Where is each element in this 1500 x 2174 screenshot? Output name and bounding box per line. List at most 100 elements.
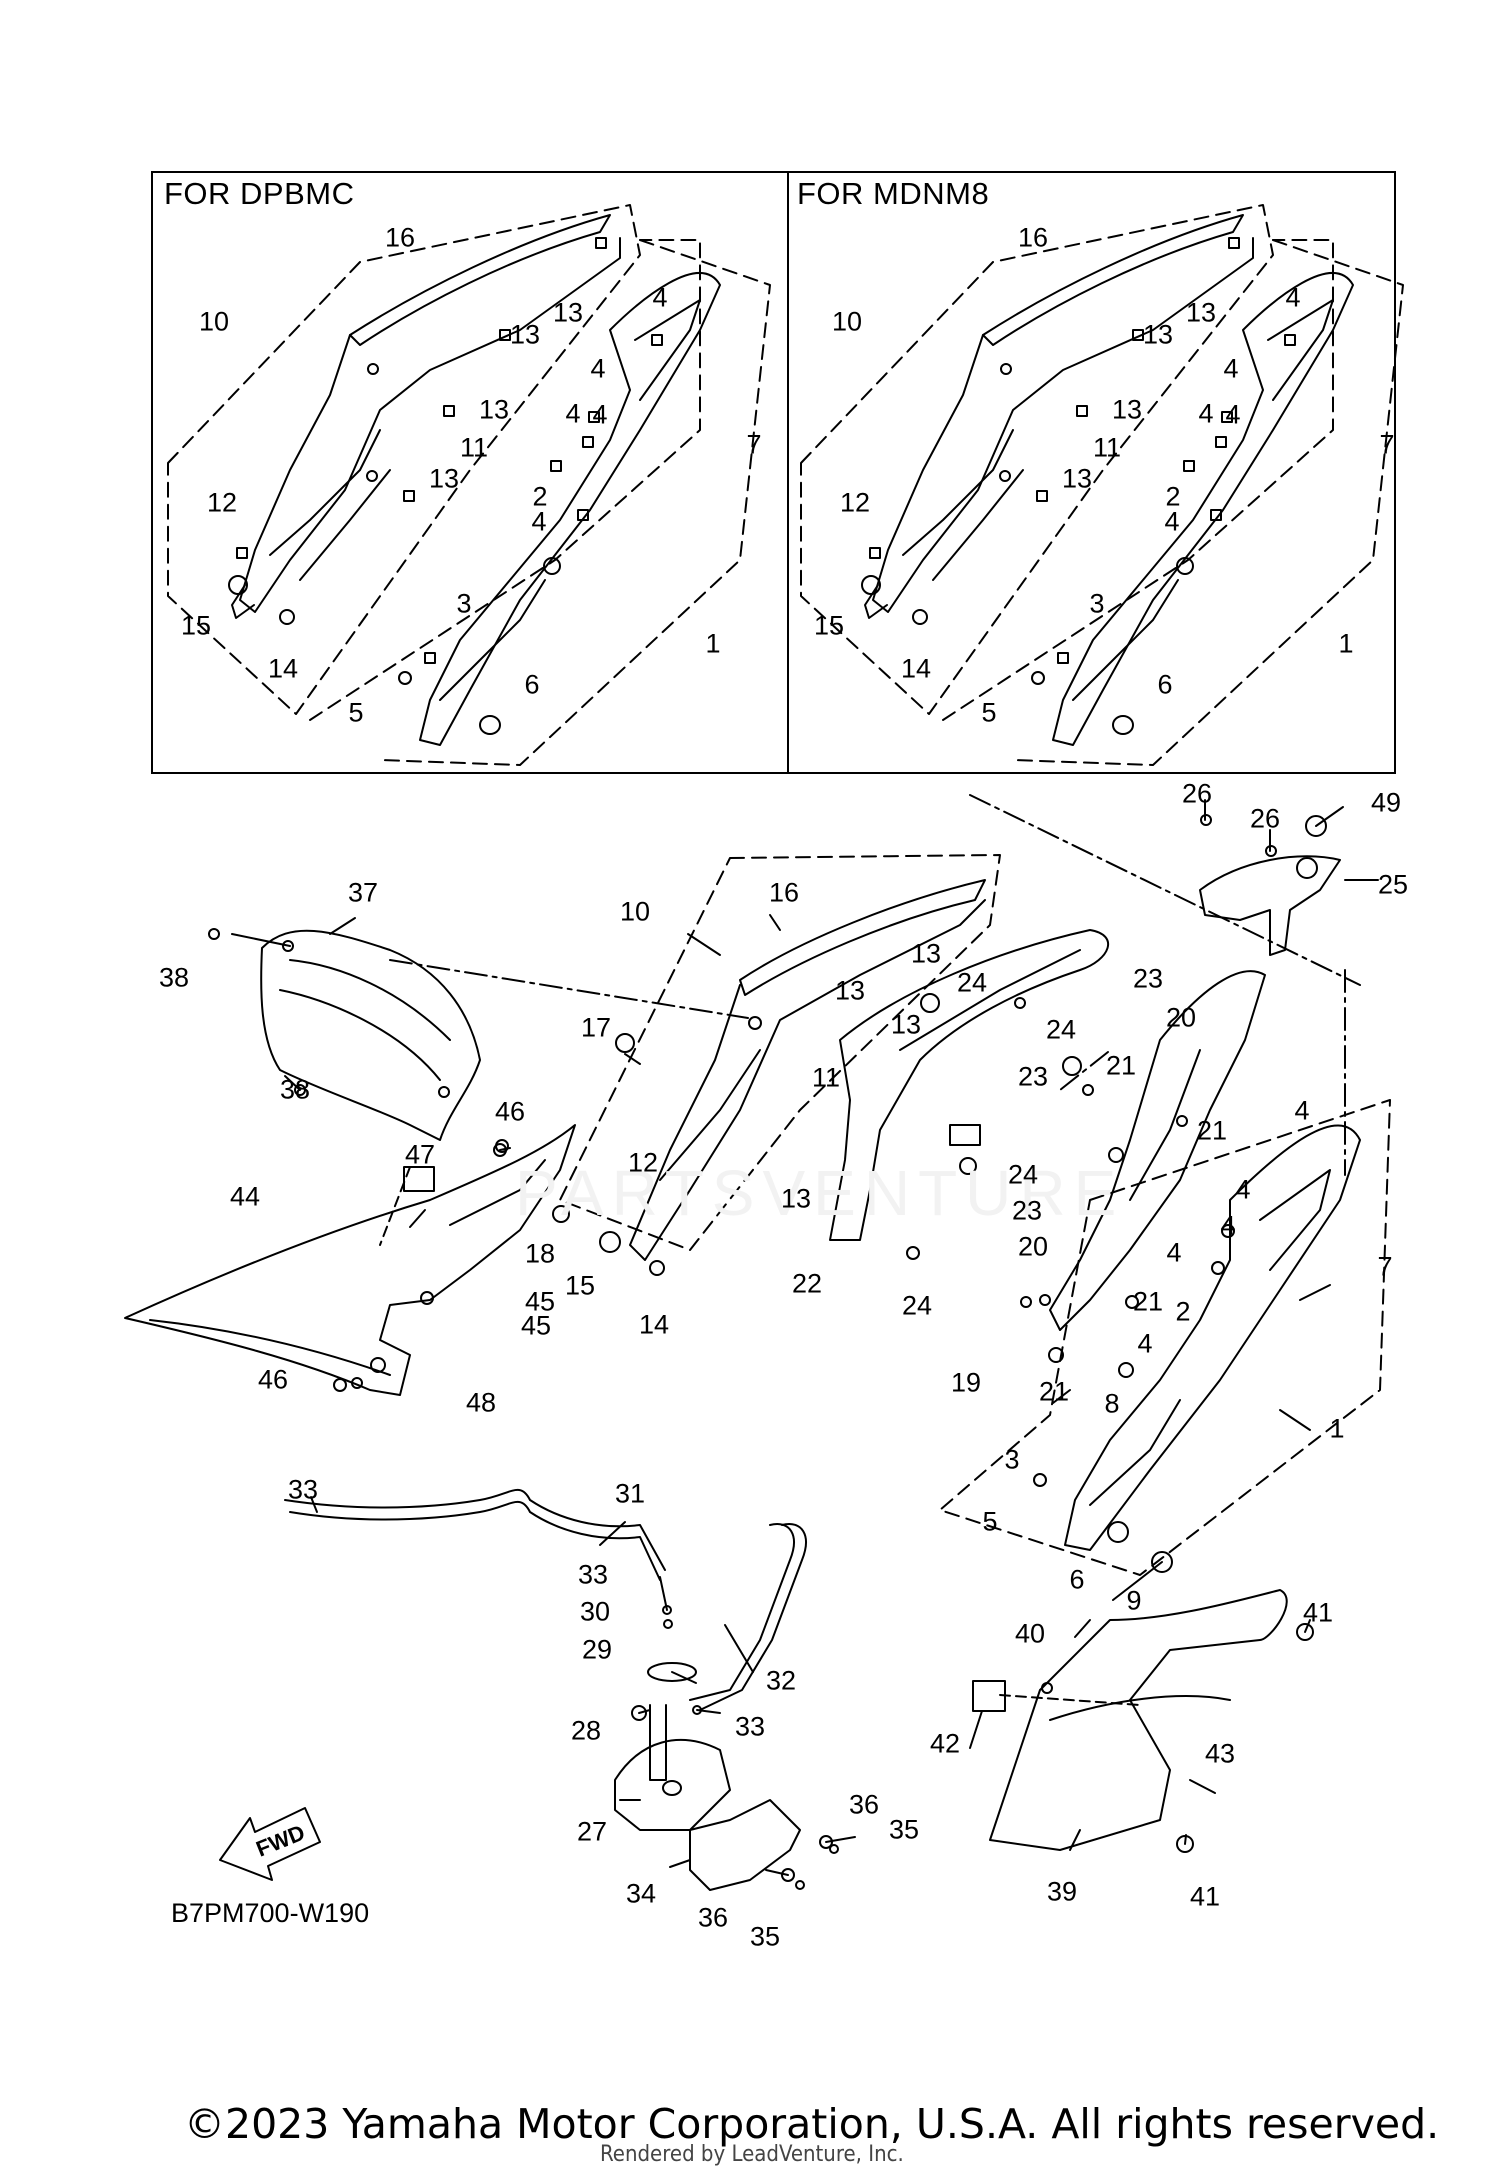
main-callout-16: 16 — [768, 877, 800, 908]
main-callout-22: 22 — [791, 1268, 823, 1299]
left-panel-callout-10: 10 — [198, 306, 230, 337]
right-panel-callout-2: 2 — [1165, 481, 1181, 512]
main-callout-21: 21 — [1105, 1050, 1137, 1081]
main-assembly: FWD — [124, 794, 1391, 1891]
left-panel-callout-4: 4 — [652, 282, 668, 313]
main-callout-38: 38 — [158, 962, 190, 993]
main-callout-20: 20 — [1165, 1002, 1197, 1033]
left-panel-callout-5: 5 — [348, 697, 364, 728]
main-callout-42: 42 — [929, 1728, 961, 1759]
main-callout-3: 3 — [1004, 1444, 1020, 1475]
right-panel-callout-13: 13 — [1185, 297, 1217, 328]
main-callout-10: 10 — [619, 896, 651, 927]
main-callout-26: 26 — [1249, 803, 1281, 834]
main-callout-41: 41 — [1302, 1597, 1334, 1628]
fwd-arrow-label: FWD — [253, 1820, 309, 1862]
main-callout-30: 30 — [579, 1596, 611, 1627]
right-panel-callout-4: 4 — [1223, 353, 1239, 384]
right-panel-callout-15: 15 — [813, 610, 845, 641]
main-callout-5: 5 — [982, 1506, 998, 1537]
left-panel-callout-4: 4 — [531, 506, 547, 537]
right-panel-callout-4: 4 — [1198, 398, 1214, 429]
main-callout-26: 26 — [1181, 778, 1213, 809]
inset-label-mdnm8: FOR MDNM8 — [797, 176, 990, 211]
main-callout-18: 18 — [524, 1238, 556, 1269]
main-callout-13: 13 — [780, 1183, 812, 1214]
main-callout-32: 32 — [765, 1665, 797, 1696]
main-callout-31: 31 — [614, 1478, 646, 1509]
main-callout-13: 13 — [910, 938, 942, 969]
left-panel-callout-14: 14 — [267, 653, 299, 684]
left-panel-callout-4: 4 — [592, 399, 608, 430]
main-callout-2: 2 — [1175, 1296, 1191, 1327]
main-callout-29: 29 — [581, 1634, 613, 1665]
main-callout-4: 4 — [1294, 1095, 1310, 1126]
main-callout-33: 33 — [734, 1711, 766, 1742]
main-callout-13: 13 — [834, 975, 866, 1006]
main-callout-19: 19 — [950, 1367, 982, 1398]
left-panel-callout-2: 2 — [532, 481, 548, 512]
main-callout-48: 48 — [465, 1387, 497, 1418]
main-callout-45: 45 — [524, 1286, 556, 1317]
right-panel-callout-4: 4 — [1285, 282, 1301, 313]
main-callout-44: 44 — [229, 1181, 261, 1212]
main-callout-28: 28 — [570, 1715, 602, 1746]
main-callout-35: 35 — [888, 1814, 920, 1845]
right-panel-callout-14: 14 — [900, 653, 932, 684]
main-callout-6: 6 — [1069, 1564, 1085, 1595]
right-panel-callout-6: 6 — [1157, 669, 1173, 700]
main-callout-21: 21 — [1196, 1115, 1228, 1146]
inset-panel-mdnm8 — [787, 171, 1396, 774]
left-panel-callout-11: 11 — [459, 432, 489, 463]
main-callout-7: 7 — [1377, 1251, 1393, 1282]
main-callout-21: 21 — [1038, 1376, 1070, 1407]
left-panel-callout-13: 13 — [552, 297, 584, 328]
diagram-code: B7PM700-W190 — [171, 1898, 370, 1928]
main-callout-39: 39 — [1046, 1876, 1078, 1907]
left-panel-callout-13: 13 — [509, 319, 541, 350]
main-callout-24: 24 — [901, 1290, 933, 1321]
main-callout-4: 4 — [1166, 1237, 1182, 1268]
main-callout-23: 23 — [1011, 1195, 1043, 1226]
right-panel-callout-1: 1 — [1338, 628, 1354, 659]
main-callout-45: 45 — [520, 1310, 552, 1341]
copyright-notice: ©2023 Yamaha Motor Corporation, U.S.A. A… — [184, 2100, 1440, 2148]
right-panel-callout-13: 13 — [1142, 319, 1174, 350]
main-callout-23: 23 — [1132, 963, 1164, 994]
inset-label-dpbmc: FOR DPBMC — [164, 176, 355, 211]
main-callout-38: 38 — [279, 1074, 311, 1105]
main-callout-9: 9 — [1126, 1585, 1142, 1616]
main-callout-40: 40 — [1014, 1618, 1046, 1649]
left-panel-callout-6: 6 — [524, 669, 540, 700]
right-panel-callout-7: 7 — [1379, 429, 1395, 460]
main-callout-41: 41 — [1189, 1881, 1221, 1912]
main-callout-4: 4 — [1220, 1210, 1236, 1241]
right-panel-callout-4: 4 — [1225, 399, 1241, 430]
right-panel-callout-13: 13 — [1111, 394, 1143, 425]
right-panel-callout-13: 13 — [1061, 463, 1093, 494]
left-panel-callout-3: 3 — [456, 588, 472, 619]
main-callout-46: 46 — [257, 1364, 289, 1395]
right-panel-callout-16: 16 — [1017, 222, 1049, 253]
left-panel-callout-13: 13 — [478, 394, 510, 425]
main-callout-36: 36 — [697, 1902, 729, 1933]
main-callout-25: 25 — [1377, 869, 1409, 900]
left-panel-callout-16: 16 — [384, 222, 416, 253]
right-panel-callout-4: 4 — [1164, 506, 1180, 537]
main-callout-24: 24 — [956, 967, 988, 998]
right-panel-callout-5: 5 — [981, 697, 997, 728]
main-callout-33: 33 — [577, 1559, 609, 1590]
main-callout-21: 21 — [1132, 1286, 1164, 1317]
main-callout-20: 20 — [1017, 1231, 1049, 1262]
left-panel-callout-15: 15 — [180, 610, 212, 641]
left-panel-callout-4: 4 — [590, 353, 606, 384]
main-callout-12: 12 — [627, 1147, 659, 1178]
main-callout-43: 43 — [1204, 1738, 1236, 1769]
watermark-text: PARTSVENTURE — [515, 1157, 1124, 1229]
left-panel-callout-13: 13 — [428, 463, 460, 494]
left-panel-callout-4: 4 — [565, 398, 581, 429]
inset-assembly-left — [167, 204, 771, 766]
main-callout-23: 23 — [1017, 1061, 1049, 1092]
